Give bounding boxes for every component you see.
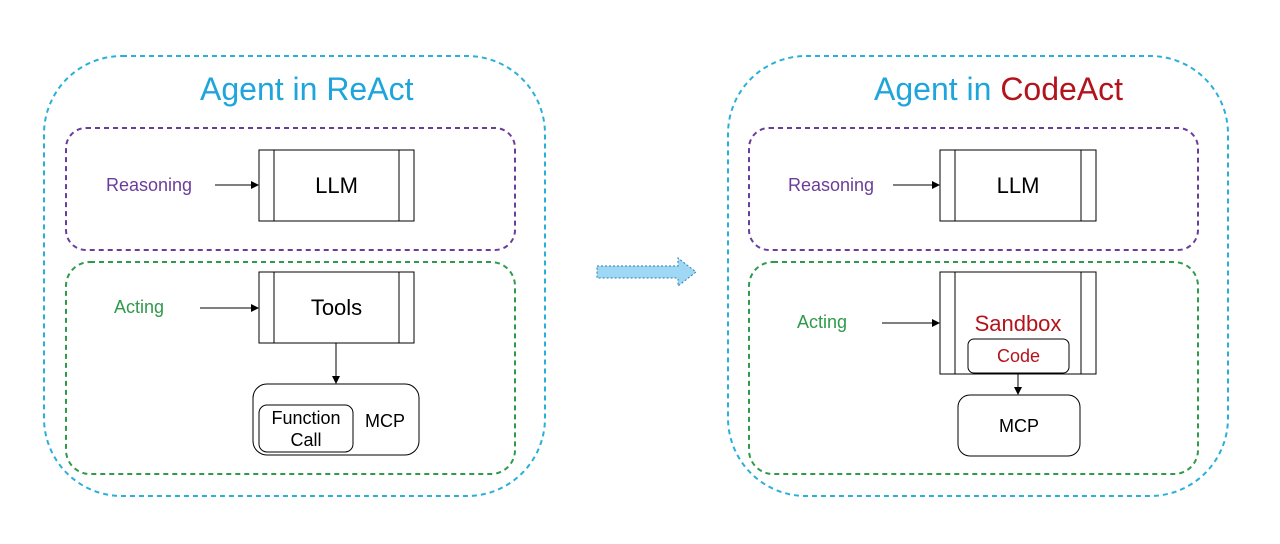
react-llm-box bbox=[258, 149, 415, 222]
codeact-title-highlight: CodeAct bbox=[1000, 71, 1124, 107]
codeact-title: Agent in CodeAct bbox=[874, 73, 1123, 105]
react-function-call-line1: Function bbox=[271, 408, 341, 428]
codeact-llm-box bbox=[939, 149, 1097, 222]
codeact-agent-container bbox=[727, 55, 1229, 497]
codeact-reasoning-group bbox=[748, 127, 1199, 251]
react-agent-container bbox=[43, 55, 546, 497]
react-reasoning-group bbox=[65, 127, 516, 251]
codeact-mcp-box bbox=[957, 394, 1081, 457]
transition-arrow bbox=[596, 256, 697, 288]
react-function-call-label: Function Call bbox=[259, 407, 353, 451]
react-reasoning-label: Reasoning bbox=[106, 175, 193, 195]
codeact-llm-label: LLM bbox=[996, 172, 1040, 198]
codeact-acting-group bbox=[748, 261, 1199, 475]
react-acting-label: Acting bbox=[114, 297, 165, 317]
react-mcp-label: MCP bbox=[365, 411, 405, 431]
codeact-mcp-label: MCP bbox=[999, 415, 1039, 436]
react-tools-label: Tools bbox=[310, 294, 363, 320]
codeact-sandbox-label: Sandbox bbox=[974, 311, 1062, 336]
codeact-title-prefix: Agent in bbox=[874, 71, 1001, 107]
react-title: Agent in ReAct bbox=[200, 71, 414, 107]
react-function-call-box bbox=[258, 404, 354, 453]
react-llm-label: LLM bbox=[315, 172, 358, 198]
react-acting-group bbox=[65, 261, 516, 475]
codeact-acting-label: Acting bbox=[797, 312, 848, 332]
codeact-reasoning-label: Reasoning bbox=[788, 175, 875, 195]
react-function-call-line2: Call bbox=[290, 430, 322, 450]
codeact-code-label: Code bbox=[996, 346, 1041, 366]
